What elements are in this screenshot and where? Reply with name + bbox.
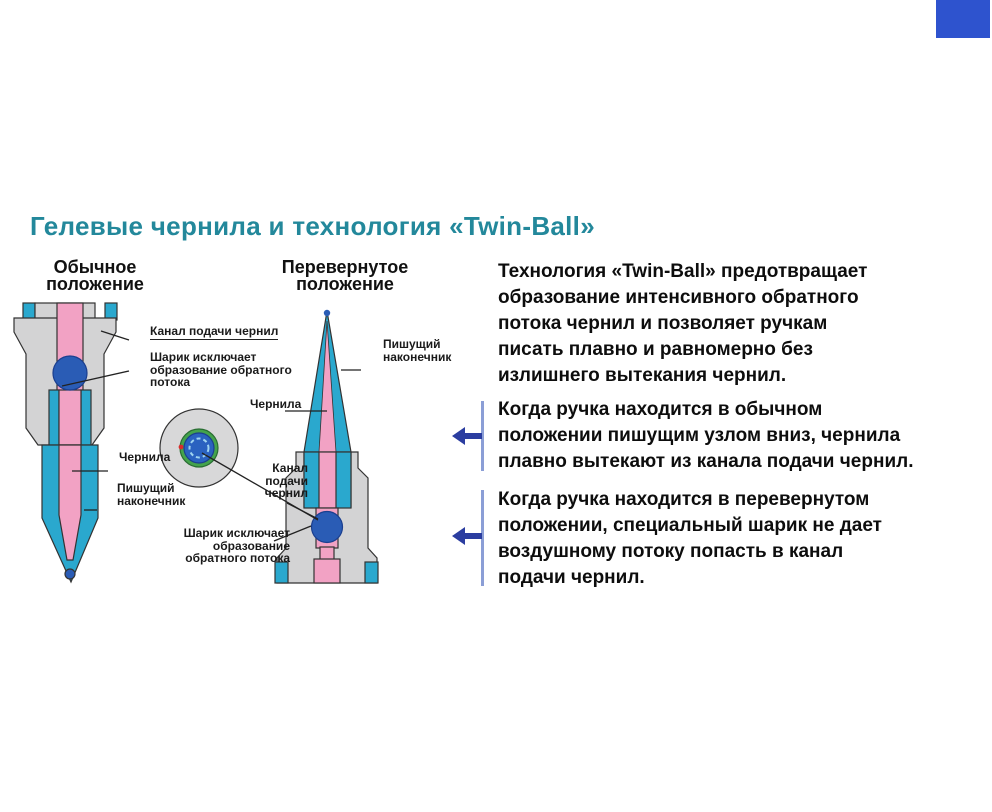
figure-header-inverted: Перевернутое положение [281, 257, 409, 294]
label-ink-mid: Чернила [250, 397, 302, 411]
intro-paragraph: Технология «Twin-Ball» предотвращает обр… [498, 261, 868, 386]
label-ink-supply-channel-top: Канал подачи чернил [150, 324, 279, 340]
pointer-lines [61, 330, 361, 542]
callout-line-1 [481, 401, 484, 471]
label-ball-prevents-backflow-left: Шарик исключает образование обратного по… [150, 350, 292, 389]
left-arrow-icon [452, 527, 482, 545]
label-ink-supply-channel-right: Канал подачи чернил [264, 461, 308, 500]
label-ink-left: Чернила [119, 450, 171, 464]
pen-diagram-svg [13, 302, 379, 584]
callout-paragraph-normal: Когда ручка находится в обычном положени… [498, 399, 914, 472]
callout-line-2 [481, 490, 484, 586]
label-writing-tip-left: Пишущий наконечник [117, 481, 186, 508]
pen-normal-position [13, 302, 118, 584]
page-title: Гелевые чернила и технология «Twin-Ball» [30, 211, 595, 242]
callout-paragraph-inverted: Когда ручка находится в перевернутом пол… [498, 489, 882, 588]
label-writing-tip-right: Пишущий наконечник [383, 337, 452, 364]
tip-cross-section [159, 408, 239, 488]
label-ball-prevents-backflow-bottom: Шарик исключает образование обратного по… [183, 526, 290, 565]
left-arrow-icon [452, 427, 482, 445]
pen-inverted-position [274, 309, 379, 584]
figure-header-normal: Обычное положение [46, 257, 144, 294]
cross-section-red-dot [178, 444, 184, 450]
anti-backflow-ball-left [52, 355, 88, 391]
corner-mark [936, 0, 990, 38]
anti-backflow-ball-right [310, 510, 344, 544]
